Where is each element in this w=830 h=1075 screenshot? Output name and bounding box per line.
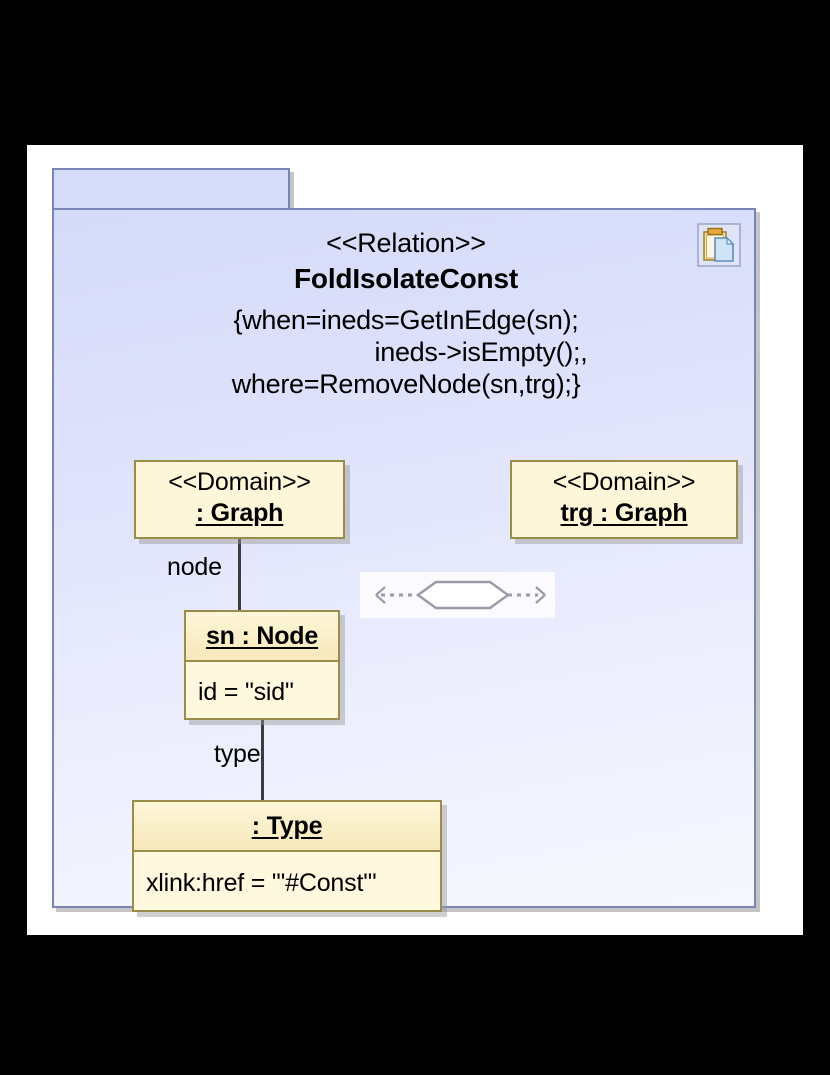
- constraint-line-3: where=RemoveNode(sn,trg);}: [231, 369, 581, 400]
- package-name: FoldIsolateConst: [294, 263, 518, 295]
- package-stereotype: <<Relation>>: [326, 228, 486, 258]
- link-label-type: type: [214, 740, 261, 768]
- object-node-domain-trg-graph[interactable]: <<Domain>> trg : Graph: [510, 460, 738, 539]
- object-node-sn-node[interactable]: sn : Node id = "sid": [184, 610, 340, 720]
- link-label-node: node: [167, 553, 222, 581]
- diagram-canvas: <<Relation>> FoldIsolateConst {when=ined…: [27, 145, 803, 935]
- clipboard-paste-icon[interactable]: [697, 223, 741, 267]
- object-header: sn : Node: [186, 612, 338, 660]
- constraint-line-2: ineds->isEmpty();,: [374, 336, 588, 367]
- dotted-arrow-right-icon: [535, 586, 546, 604]
- object-attribute: xlink:href = "'#Const'": [134, 850, 440, 910]
- hexagon-shape: [415, 580, 511, 610]
- object-node-type[interactable]: : Type xlink:href = "'#Const'": [132, 800, 442, 912]
- object-node-domain-graph[interactable]: <<Domain>> : Graph: [134, 460, 345, 539]
- package-body[interactable]: <<Relation>> FoldIsolateConst {when=ined…: [52, 208, 758, 912]
- uml-package-FoldIsolateConst[interactable]: <<Relation>> FoldIsolateConst {when=ined…: [52, 168, 758, 912]
- object-stereotype: <<Domain>>: [512, 462, 736, 497]
- connector-sn-to-type: [261, 718, 264, 802]
- connector-graph-to-sn: [238, 539, 241, 611]
- object-header: : Type: [134, 802, 440, 850]
- dotted-arrow-left-icon: [375, 586, 386, 604]
- object-name: : Graph: [195, 499, 284, 527]
- object-stereotype: <<Domain>>: [136, 462, 343, 497]
- object-name: trg : Graph: [560, 499, 688, 527]
- package-tab[interactable]: [52, 168, 290, 210]
- object-name: : Type: [251, 812, 323, 840]
- object-name: sn : Node: [205, 622, 319, 650]
- relation-hexagon-widget[interactable]: [360, 572, 555, 618]
- package-header: <<Relation>> FoldIsolateConst {when=ined…: [54, 228, 758, 400]
- constraint-line-1: {when=ineds=GetInEdge(sn);: [233, 304, 579, 335]
- package-constraint: {when=ineds=GetInEdge(sn); ineds->isEmpt…: [54, 304, 758, 400]
- object-header: : Graph: [136, 497, 343, 532]
- object-header: trg : Graph: [512, 497, 736, 532]
- object-attribute: id = "sid": [186, 660, 338, 718]
